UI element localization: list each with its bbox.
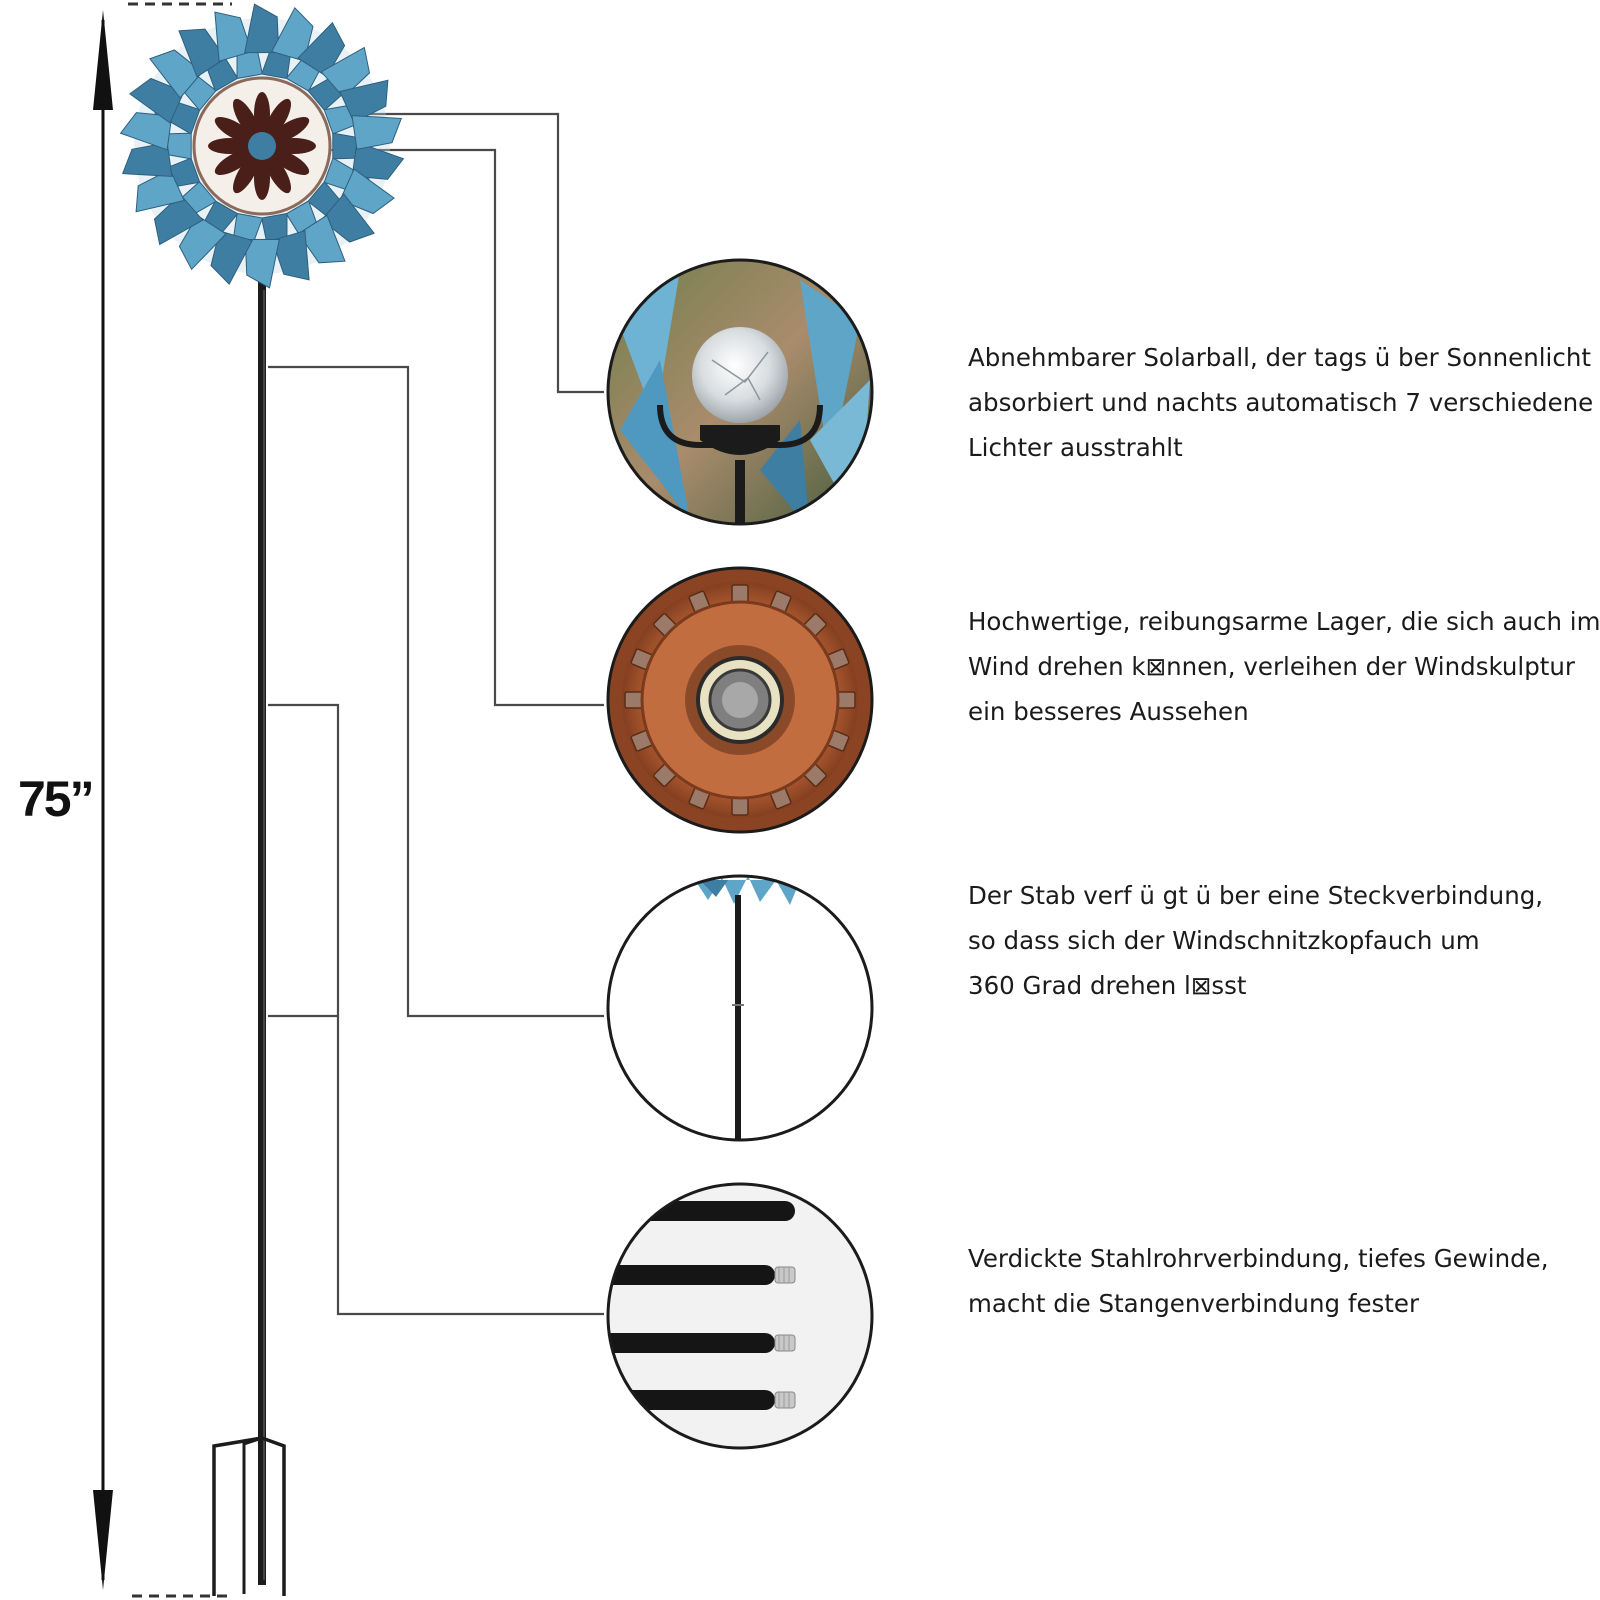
leader-line-bearing (320, 148, 604, 707)
steel-rods-icon (606, 1182, 874, 1450)
feature-line: so dass sich der Windschnitzkopfauch um (968, 926, 1480, 955)
feature-line: 360 Grad drehen l⊠sst (968, 971, 1247, 1000)
leader-line-rod-joint (268, 365, 604, 1018)
feature-line: absorbiert und nachts automatisch 7 vers… (968, 388, 1594, 417)
leader-line-steel-tube (268, 703, 604, 1316)
feature-line: macht die Stangenverbindung fester (968, 1289, 1420, 1318)
feature-line: Wind drehen k⊠nnen, verleihen der Windsk… (968, 652, 1575, 681)
arrow-up-icon (93, 10, 113, 110)
feature-line: Verdickte Stahlrohrverbindung, tiefes Ge… (968, 1244, 1549, 1273)
stake-leg-right (261, 1436, 286, 1596)
feature-bearing: Hochwertige, reibungsarme Lager, die sic… (968, 599, 1600, 734)
stake-leg-left (212, 1436, 263, 1596)
wind-spinner-head (119, 3, 405, 289)
feature-solar-ball: Abnehmbarer Solarball, der tags ü ber So… (968, 335, 1594, 470)
leader-line-solar-ball (330, 112, 604, 394)
rod-joint-icon (606, 874, 874, 1142)
feature-plug-connection: Der Stab verf ü gt ü ber eine Steckverbi… (968, 873, 1578, 1008)
feature-line: ein besseres Aussehen (968, 697, 1249, 726)
solar-ball-icon (606, 258, 874, 526)
feature-line: Abnehmbarer Solarball, der tags ü ber So… (968, 343, 1591, 372)
feature-line: Hochwertige, reibungsarme Lager, die sic… (968, 607, 1600, 636)
leader-lines (268, 112, 604, 1316)
bearing-icon (606, 566, 874, 834)
height-dimension (93, 2, 232, 1598)
arrow-down-icon (93, 1490, 113, 1590)
feature-line: Der Stab verf ü gt ü ber eine Steckverbi… (968, 881, 1544, 910)
feature-line: Lichter ausstrahlt (968, 433, 1183, 462)
feature-steel-tube: Verdickte Stahlrohrverbindung, tiefes Ge… (968, 1236, 1578, 1326)
stake-leg-middle (242, 1436, 263, 1594)
pole (212, 270, 286, 1596)
height-label: 75” (18, 771, 95, 827)
